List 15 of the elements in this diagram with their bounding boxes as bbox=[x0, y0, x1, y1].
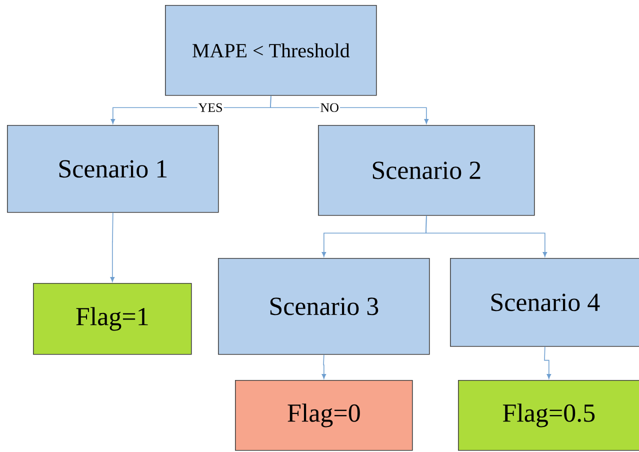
result-box: Flag=0.5 bbox=[458, 380, 639, 451]
process-box: MAPE < Threshold bbox=[165, 5, 377, 96]
process-box: Scenario 2 bbox=[318, 125, 535, 216]
edge-label: YES bbox=[197, 102, 224, 113]
result-box: Flag=0 bbox=[235, 380, 413, 451]
arrow bbox=[322, 354, 326, 379]
process-box: Scenario 3 bbox=[218, 258, 430, 355]
arrow bbox=[544, 346, 552, 379]
result-box: Flag=1 bbox=[33, 283, 192, 355]
edge-label: NO bbox=[319, 102, 340, 113]
arrow bbox=[270, 95, 429, 124]
process-box: Scenario 4 bbox=[450, 258, 639, 347]
arrow bbox=[426, 215, 548, 257]
process-box: Scenario 1 bbox=[7, 125, 219, 213]
arrow bbox=[110, 212, 115, 282]
